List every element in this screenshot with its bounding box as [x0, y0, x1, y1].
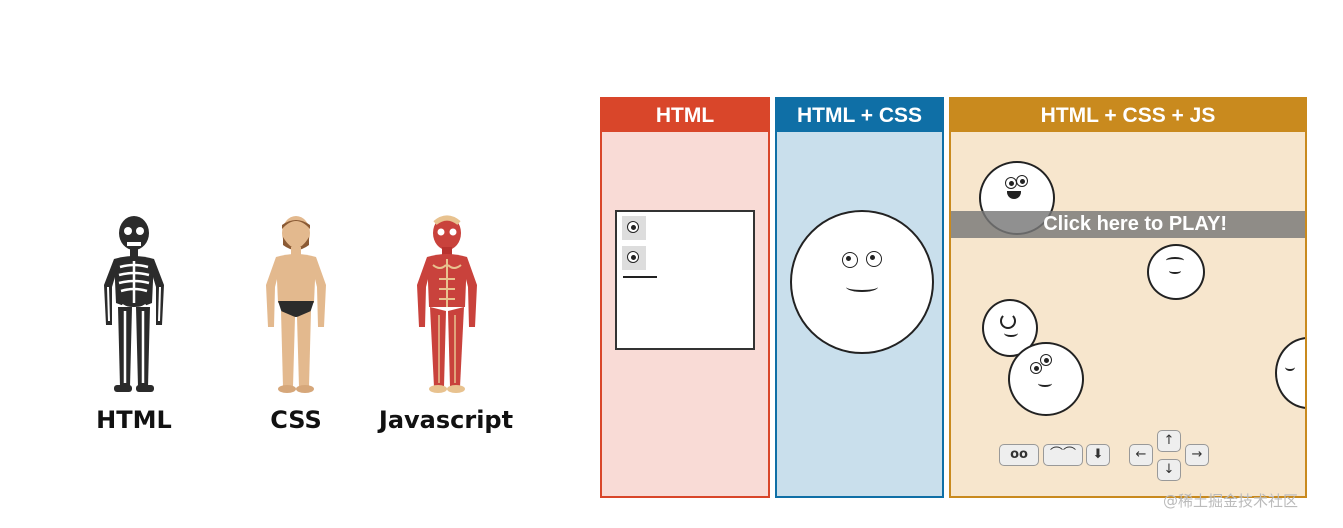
bubble-eye-left: [842, 252, 858, 268]
arrow-down-button[interactable]: ↓: [1157, 459, 1181, 481]
styled-bubble-face: [790, 210, 934, 354]
bubble-mouth: [846, 282, 878, 292]
bubble-mouth: [1007, 191, 1021, 199]
panel-css-title: HTML + CSS: [777, 99, 942, 132]
bubble-eye: [1040, 354, 1052, 366]
closed-eyes-icon: [1166, 257, 1184, 264]
human-body-icon: [266, 216, 326, 393]
bubble-edge[interactable]: [1275, 337, 1305, 409]
eyes-control-button[interactable]: oo: [999, 444, 1039, 466]
unstyled-mouth-line: [623, 276, 657, 278]
bubble-eye: [1030, 362, 1042, 374]
unstyled-html-box: [615, 210, 755, 350]
figure-skeleton: [100, 215, 168, 395]
eye-icon: [627, 251, 639, 263]
figure-label-javascript: Javascript: [378, 406, 514, 434]
arrow-up-button[interactable]: ↑: [1157, 430, 1181, 452]
spiral-eye-icon: [1000, 313, 1016, 329]
bubble-mouth: [1004, 329, 1018, 337]
bubble-lookaround[interactable]: [1008, 342, 1084, 416]
bubble-eye: [1016, 175, 1028, 187]
panel-html-css-js: HTML + CSS + JS Click here to PLAY! oo ⌒…: [949, 97, 1307, 498]
bubble-mouth: [1285, 363, 1295, 371]
panel-html: HTML: [600, 97, 770, 498]
bubble-eye-right: [866, 251, 882, 267]
panel-html-css: HTML + CSS: [775, 97, 944, 498]
figure-label-html: HTML: [96, 406, 172, 434]
unstyled-eye-image-1: [622, 216, 646, 240]
bubble-sleepy[interactable]: [1147, 244, 1205, 300]
figure-muscle: [413, 215, 481, 395]
panel-html-title: HTML: [602, 99, 768, 132]
bubble-mouth: [1038, 380, 1052, 387]
muscle-anatomy-icon: [417, 215, 477, 393]
arrow-left-button[interactable]: ←: [1129, 444, 1153, 466]
play-button[interactable]: Click here to PLAY!: [951, 211, 1305, 238]
download-button[interactable]: ⬇: [1086, 444, 1110, 466]
panel-js-title: HTML + CSS + JS: [951, 99, 1305, 132]
bubble-mouth: [1169, 268, 1181, 274]
watermark: @稀土掘金技术社区: [1163, 492, 1299, 510]
arrow-right-button[interactable]: →: [1185, 444, 1209, 466]
skeleton-icon: [104, 216, 164, 392]
eye-icon: [627, 221, 639, 233]
mouth-control-button[interactable]: ⌒⌒: [1043, 444, 1083, 466]
figure-human: [262, 215, 330, 395]
unstyled-eye-image-2: [622, 246, 646, 270]
figure-label-css: CSS: [270, 406, 322, 434]
